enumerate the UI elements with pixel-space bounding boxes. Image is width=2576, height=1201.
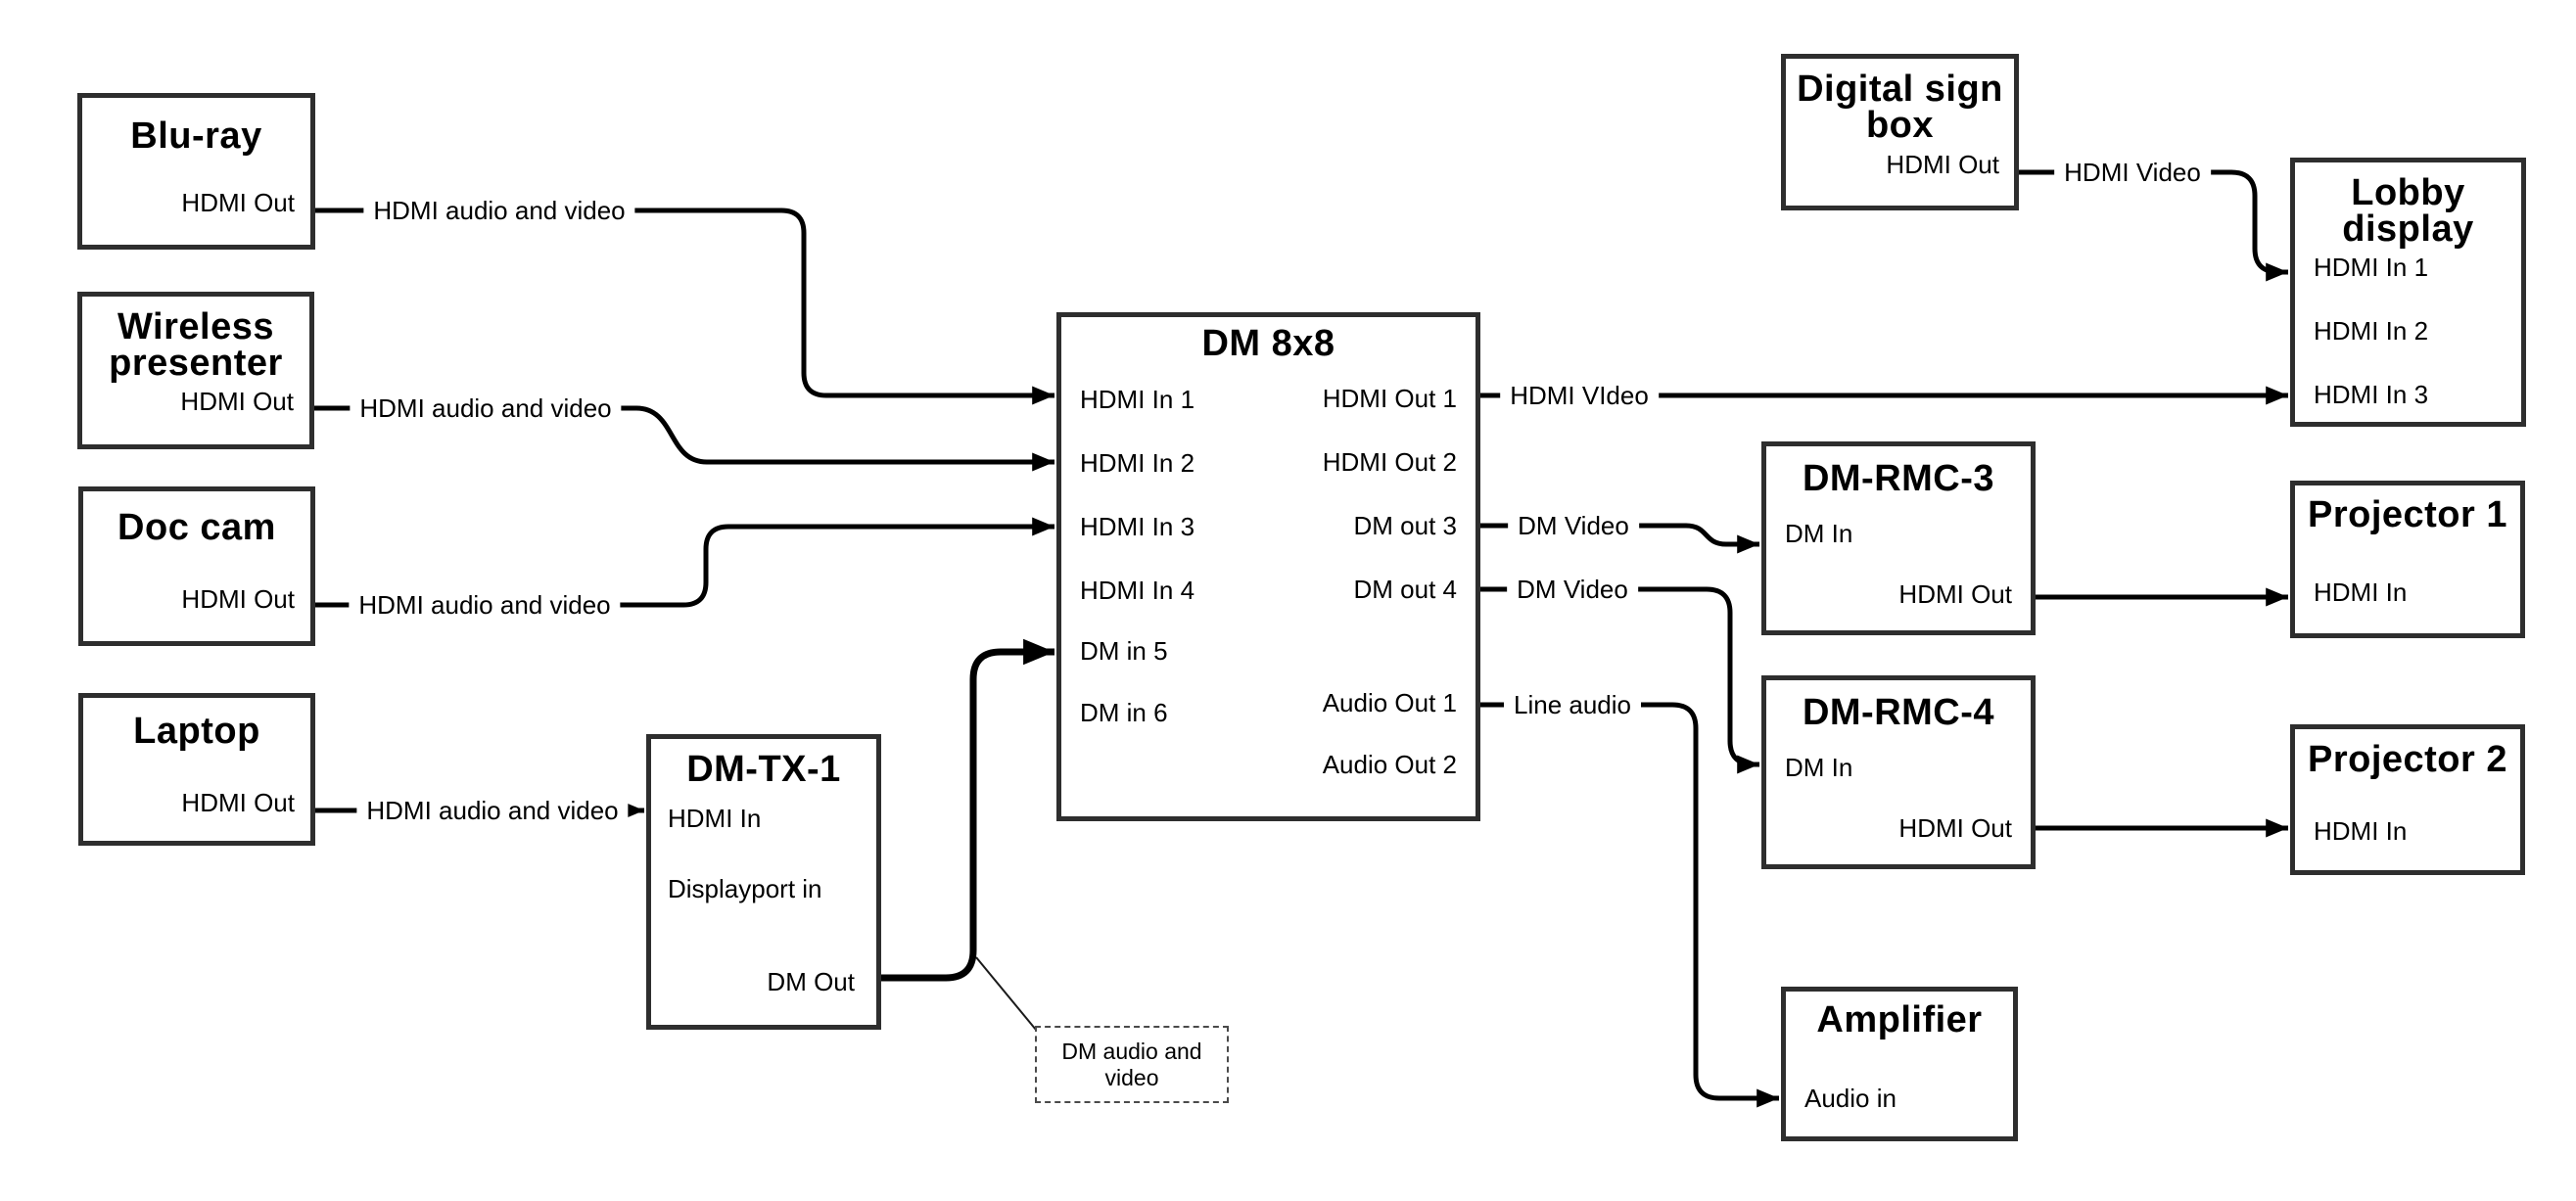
dm-audio-video-callout: DM audio and video (1035, 1026, 1229, 1103)
doccam-port-hdmi-out: HDMI Out (181, 584, 295, 614)
dmtx1-port-dm-out: DM Out (767, 967, 855, 996)
connection-dmtx1-to-dm8x8-in5 (881, 638, 1054, 982)
dm8x8-port-hdmi-in-2: HDMI In 2 (1080, 448, 1195, 478)
dmrmc4-port-dm-in: DM In (1785, 753, 1853, 782)
wireless-presenter-title: Wireless presenter (109, 306, 283, 384)
dm-rmc-4-title: DM-RMC-4 (1802, 692, 1995, 733)
dm-tx-1-title: DM-TX-1 (686, 749, 841, 790)
label-bluray-cable: HDMI audio and video (363, 196, 635, 225)
wireless-port-hdmi-out: HDMI Out (180, 387, 294, 416)
amplifier-box: Amplifier Audio in (1781, 987, 2018, 1141)
doc-cam-box: Doc cam HDMI Out (78, 486, 315, 646)
connection-wireless-to-dm8x8-in2 (314, 405, 1054, 472)
dm8x8-port-dm-in-5: DM in 5 (1080, 636, 1168, 666)
dm8x8-port-dm-out-3: DM out 3 (1353, 511, 1458, 540)
wireless-presenter-box: Wireless presenter HDMI Out (77, 292, 314, 449)
lobby-port-hdmi-in-2: HDMI In 2 (2314, 316, 2429, 346)
connection-dm8x8-out4-to-dmrmc4 (1480, 586, 1759, 774)
lobby-port-hdmi-in-3: HDMI In 3 (2314, 380, 2429, 409)
label-dm-video-out3: DM Video (1508, 511, 1639, 540)
dm8x8-port-hdmi-in-3: HDMI In 3 (1080, 512, 1195, 541)
dmrmc3-port-dm-in: DM In (1785, 519, 1853, 548)
projector-1-title: Projector 1 (2307, 494, 2508, 535)
laptop-port-hdmi-out: HDMI Out (181, 788, 295, 817)
connection-dm8x8-aout1-to-amplifier (1480, 702, 1779, 1108)
lobby-port-hdmi-in-1: HDMI In 1 (2314, 253, 2429, 282)
doc-cam-title: Doc cam (117, 507, 276, 548)
dm8x8-port-audio-out-2: Audio Out 2 (1322, 750, 1457, 779)
dm-rmc-3-box: DM-RMC-3 DM In HDMI Out (1761, 441, 2036, 635)
callout-leader-line (975, 956, 1037, 1031)
dm8x8-port-dm-in-6: DM in 6 (1080, 698, 1168, 727)
label-wireless-cable: HDMI audio and video (350, 393, 622, 423)
dm-8x8-switcher-box: DM 8x8 HDMI In 1 HDMI In 2 HDMI In 3 HDM… (1056, 312, 1480, 821)
lobby-display-title: Lobby display (2342, 172, 2474, 250)
dm8x8-port-hdmi-in-1: HDMI In 1 (1080, 385, 1195, 414)
amplifier-port-audio-in: Audio in (1804, 1084, 1897, 1113)
label-laptop-cable: HDMI audio and video (356, 796, 629, 825)
label-hdmi-video-sign: HDMI Video (2054, 158, 2211, 187)
laptop-title: Laptop (133, 711, 260, 752)
bluray-title: Blu-ray (130, 115, 262, 157)
dm8x8-port-audio-out-1: Audio Out 1 (1322, 688, 1457, 717)
projector-1-box: Projector 1 HDMI In (2290, 481, 2525, 638)
lobby-display-box: Lobby display HDMI In 1 HDMI In 2 HDMI I… (2290, 158, 2526, 427)
connection-bluray-to-dm8x8-in1 (315, 208, 1054, 405)
dmrmc4-port-hdmi-out: HDMI Out (1898, 813, 2012, 843)
label-doccam-cable: HDMI audio and video (349, 590, 621, 620)
label-hdmi-video-out1: HDMI VIdeo (1500, 381, 1659, 410)
proj1-port-hdmi-in: HDMI In (2314, 577, 2408, 607)
connection-dm8x8-out3-to-dmrmc3 (1480, 523, 1759, 554)
dmtx1-port-displayport-in: Displayport in (668, 874, 822, 903)
dm-rmc-3-title: DM-RMC-3 (1802, 458, 1995, 499)
dmtx1-port-hdmi-in: HDMI In (668, 804, 762, 833)
label-dm-video-out4: DM Video (1507, 575, 1638, 604)
digital-sign-title: Digital sign box (1797, 69, 2003, 146)
dmrmc3-port-hdmi-out: HDMI Out (1898, 579, 2012, 609)
dm-rmc-4-box: DM-RMC-4 DM In HDMI Out (1761, 675, 2036, 869)
dm8x8-port-hdmi-out-1: HDMI Out 1 (1322, 384, 1457, 413)
dm-8x8-title: DM 8x8 (1201, 323, 1335, 364)
connection-doccam-to-dm8x8-in3 (315, 517, 1054, 608)
amplifier-title: Amplifier (1816, 999, 1983, 1040)
label-line-audio: Line audio (1504, 690, 1641, 719)
dm8x8-port-dm-out-4: DM out 4 (1353, 575, 1458, 604)
laptop-box: Laptop HDMI Out (78, 693, 315, 846)
projector-2-title: Projector 2 (2307, 739, 2508, 780)
projector-2-box: Projector 2 HDMI In (2290, 724, 2525, 875)
connection-digitalsign-to-lobby-in1 (2019, 169, 2288, 282)
dm8x8-port-hdmi-in-4: HDMI In 4 (1080, 576, 1195, 605)
proj2-port-hdmi-in: HDMI In (2314, 816, 2408, 846)
digital-sign-box: Digital sign box HDMI Out (1781, 54, 2019, 210)
dm-tx-1-box: DM-TX-1 HDMI In Displayport in DM Out (646, 734, 881, 1030)
bluray-box: Blu-ray HDMI Out (77, 93, 315, 250)
dm8x8-port-hdmi-out-2: HDMI Out 2 (1322, 447, 1457, 477)
bluray-port-hdmi-out: HDMI Out (181, 188, 295, 217)
digital-sign-port-hdmi-out: HDMI Out (1886, 150, 1999, 179)
